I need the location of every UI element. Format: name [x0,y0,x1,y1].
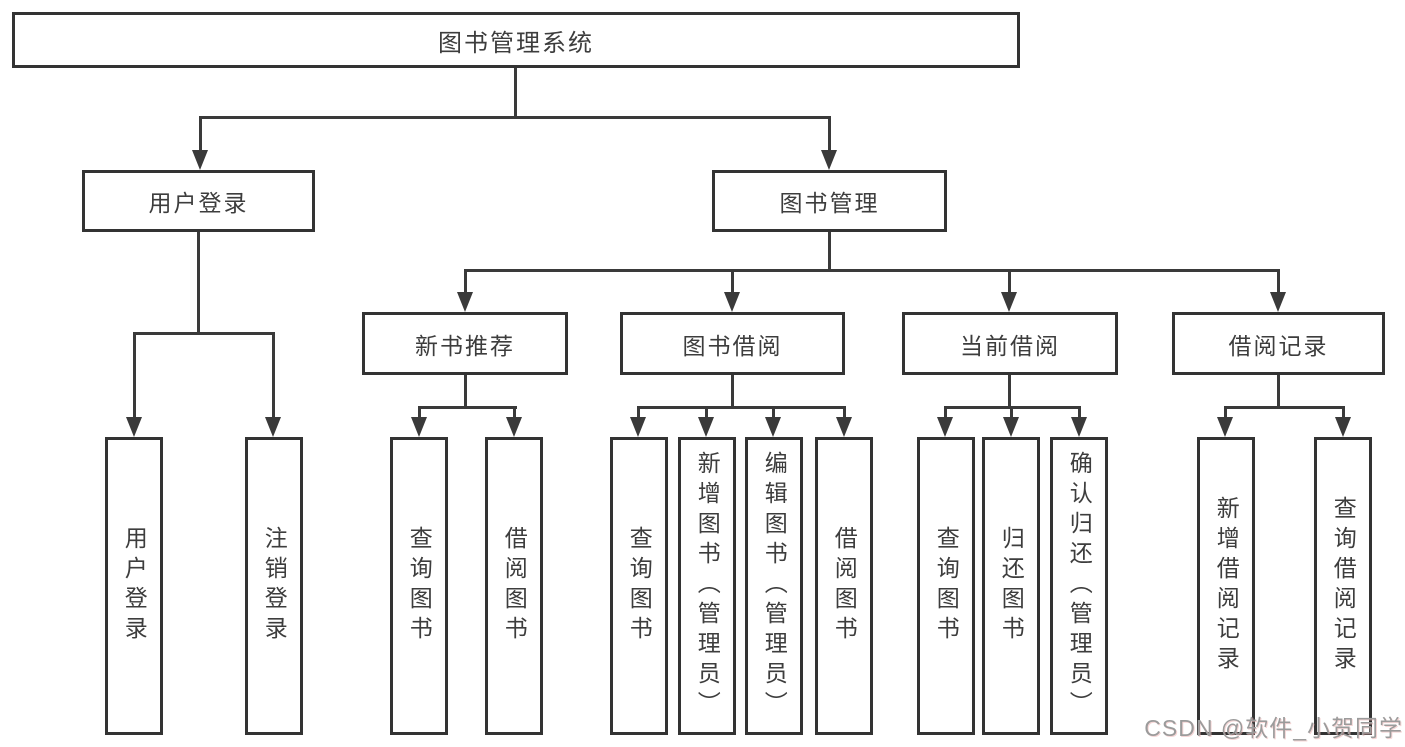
edge-current-borrow-bus [944,406,1081,409]
arrowhead-nb-query [411,417,427,437]
edge-drop-borrow-records [1277,271,1280,292]
edge-drop-user-login [199,118,202,152]
edge-user-login-bus [133,332,275,335]
csdn-watermark: CSDN @软件_小贺同学 [1144,715,1403,741]
edge-current-borrow-stem [1008,375,1011,409]
node-book-management-label: 图书管理 [779,190,880,216]
arrowhead-nb-borrow [506,417,522,437]
node-leaf-bb-query-label: 查询图书 [626,526,653,646]
node-leaf-nb-borrow-label: 借阅图书 [501,526,528,646]
edge-drop-br-query [1342,408,1345,417]
node-leaf-bb-query: 查询图书 [610,437,668,735]
node-borrow-records-label: 借阅记录 [1228,332,1329,359]
node-leaf-nb-query-label: 查询图书 [406,526,433,646]
arrowhead-bb-edit [765,417,781,437]
node-leaf-logout: 注销登录 [245,437,303,735]
edge-book-borrow-bus [637,406,846,409]
node-new-book-recommend-label: 新书推荐 [415,332,515,359]
node-leaf-cb-query: 查询图书 [917,437,975,735]
node-leaf-bb-borrow: 借阅图书 [815,437,873,735]
edge-drop-nb-query [418,408,421,417]
edge-user-login-stem [197,232,200,335]
edge-drop-bb-add [705,408,708,417]
edge-book-management-stem [828,232,831,272]
edge-drop-book-management [828,118,831,152]
node-new-book-recommend: 新书推荐 [362,312,568,375]
node-leaf-bb-edit: 编辑图书（管理员） [745,437,803,735]
node-leaf-bb-add-label: 新增图书（管理员） [694,451,721,721]
edge-borrow-records-stem [1277,375,1280,409]
edge-drop-book-borrow [731,271,734,292]
node-book-borrow-label: 图书借阅 [682,332,783,359]
node-leaf-bb-borrow-label: 借阅图书 [831,526,858,646]
node-leaf-cb-return-label: 归还图书 [998,526,1025,646]
node-leaf-bb-edit-label: 编辑图书（管理员） [761,451,788,721]
edge-drop-leaf-user-login [133,334,136,417]
arrowhead-bb-query [630,417,646,437]
node-leaf-cb-query-label: 查询图书 [933,526,960,646]
node-user-login-label: 用户登录 [148,190,249,216]
arrowhead-user-login [192,150,208,170]
arrowhead-leaf-user-login [126,417,142,437]
edge-drop-current-borrow [1008,271,1011,292]
edge-drop-new-book-recommend [464,271,467,292]
node-current-borrow: 当前借阅 [902,312,1118,375]
node-leaf-cb-return: 归还图书 [982,437,1040,735]
arrowhead-bb-add [698,417,714,437]
arrowhead-br-add [1217,417,1233,437]
node-leaf-cb-confirm: 确认归还（管理员） [1050,437,1108,735]
edge-borrow-records-bus [1224,406,1345,409]
edge-level3-bus [464,269,1280,272]
edge-drop-cb-query [944,408,947,417]
node-current-borrow-label: 当前借阅 [960,332,1060,359]
node-leaf-bb-add: 新增图书（管理员） [678,437,736,735]
node-leaf-nb-query: 查询图书 [390,437,448,735]
edge-drop-cb-confirm [1078,408,1081,417]
node-borrow-records: 借阅记录 [1172,312,1385,375]
arrowhead-new-book-recommend [457,292,473,312]
node-leaf-br-query-label: 查询借阅记录 [1330,496,1357,676]
node-leaf-br-query: 查询借阅记录 [1314,437,1372,735]
edge-drop-nb-borrow [513,408,516,417]
node-leaf-br-add-label: 新增借阅记录 [1213,496,1240,676]
node-book-management: 图书管理 [712,170,947,232]
node-leaf-user-login: 用户登录 [105,437,163,735]
node-leaf-br-add: 新增借阅记录 [1197,437,1255,735]
arrowhead-cb-confirm [1071,417,1087,437]
edge-book-borrow-stem [731,375,734,409]
arrowhead-cb-query [937,417,953,437]
arrowhead-cb-return [1003,417,1019,437]
arrowhead-br-query [1335,417,1351,437]
arrowhead-borrow-records [1270,292,1286,312]
arrowhead-leaf-logout [265,417,281,437]
arrowhead-book-management [821,150,837,170]
edge-drop-bb-borrow [843,408,846,417]
node-leaf-nb-borrow: 借阅图书 [485,437,543,735]
edge-drop-cb-return [1010,408,1013,417]
arrowhead-current-borrow [1001,292,1017,312]
edge-new-book-recommend-bus [418,406,517,409]
node-leaf-cb-confirm-label: 确认归还（管理员） [1066,451,1093,721]
node-leaf-logout-label: 注销登录 [261,526,288,646]
edge-drop-leaf-logout [272,334,275,417]
node-user-login: 用户登录 [82,170,315,232]
edge-drop-br-add [1224,408,1227,417]
edge-drop-bb-query [637,408,640,417]
arrowhead-book-borrow [724,292,740,312]
edge-drop-bb-edit [772,408,775,417]
edge-level2-bus [199,116,831,119]
node-root-label: 图书管理系统 [438,29,594,57]
node-leaf-user-login-label: 用户登录 [121,526,148,646]
node-root: 图书管理系统 [12,12,1020,68]
edge-new-book-recommend-stem [464,375,467,409]
arrowhead-bb-borrow [836,417,852,437]
node-book-borrow: 图书借阅 [620,312,845,375]
edge-root-stem [514,68,517,119]
